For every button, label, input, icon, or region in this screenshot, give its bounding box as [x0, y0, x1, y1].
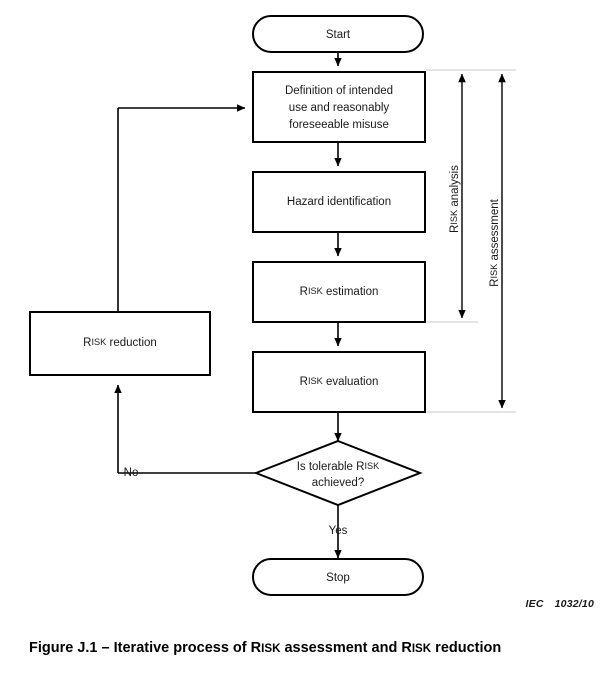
caption-end: reduction [431, 640, 502, 656]
node-risk-estimation-risk-cap: R [300, 286, 308, 298]
node-decision-line1-risk-cap: R [356, 461, 364, 473]
bracket-risk-analysis-risk-cap: R [449, 225, 461, 233]
node-risk-evaluation-rest: evaluation [323, 376, 379, 388]
caption-prefix: Figure J.1 [29, 640, 102, 656]
node-decision-line1-risk-rest: ISK [364, 461, 380, 471]
bracket-risk-analysis-risk-rest: ISK [449, 209, 459, 225]
node-risk-estimation-rest: estimation [323, 286, 379, 298]
bracket-guide-lines [426, 69, 516, 413]
caption-mid: assessment and [280, 640, 402, 656]
bracket-risk-assessment-risk-cap: R [489, 279, 501, 287]
connector-no-branch-to-reduction [114, 384, 256, 474]
node-risk-evaluation-risk-cap: R [300, 376, 308, 388]
caption-dash: – Iterative process of [101, 640, 251, 656]
node-risk-evaluation-label: RISK evaluation [300, 376, 379, 388]
node-risk-reduction-rest: reduction [106, 337, 157, 349]
caption-risk2-cap: R [401, 640, 412, 656]
bracket-risk-analysis: RISK analysis [449, 73, 466, 319]
node-risk-reduction-label: RISK reduction [83, 337, 157, 349]
node-definition[interactable]: Definition of intended use and reasonabl… [252, 71, 426, 143]
node-definition-line3: foreseeable misuse [289, 119, 389, 131]
node-risk-evaluation[interactable]: RISK evaluation [252, 351, 426, 413]
bracket-risk-analysis-label: RISK analysis [449, 165, 461, 233]
source-tag-org: IEC [525, 598, 544, 610]
node-start-label: Start [326, 29, 351, 41]
node-risk-reduction-risk-rest: ISK [91, 337, 107, 347]
edge-label-no: No [124, 467, 139, 479]
node-definition-line1: Definition of intended [285, 85, 393, 97]
caption-risk2-rest: ISK [411, 642, 432, 655]
node-decision-line1: Is tolerable RISK [297, 461, 380, 473]
bracket-risk-assessment-rest: assessment [489, 198, 501, 263]
node-risk-reduction[interactable]: RISK reduction [29, 311, 211, 376]
node-risk-evaluation-risk-rest: ISK [308, 376, 324, 386]
node-stop-label: Stop [326, 572, 350, 584]
node-hazard-identification[interactable]: Hazard identification [252, 171, 426, 233]
node-start[interactable]: Start [252, 15, 424, 53]
node-risk-estimation-risk-rest: ISK [308, 286, 324, 296]
bracket-risk-analysis-rest: analysis [449, 165, 461, 210]
node-risk-estimation-label: RISK estimation [300, 286, 379, 298]
node-hazard-label: Hazard identification [287, 196, 391, 208]
source-tag-number: 1032/10 [554, 598, 594, 610]
node-decision-line2: achieved? [312, 477, 364, 489]
bracket-risk-assessment-label: RISK assessment [489, 198, 501, 286]
edge-label-yes: Yes [329, 525, 348, 537]
node-definition-line2: use and reasonably [289, 102, 390, 114]
caption-risk1-rest: ISK [261, 642, 281, 655]
node-stop[interactable]: Stop [252, 558, 424, 596]
node-risk-reduction-risk-cap: R [83, 337, 91, 349]
bracket-risk-assessment-risk-rest: ISK [489, 263, 499, 279]
node-decision-tolerable-risk[interactable]: Is tolerable RISK achieved? [253, 439, 423, 507]
node-decision-line1-pre: Is tolerable [297, 461, 356, 473]
caption-risk1-cap: R [250, 640, 262, 656]
source-tag: IEC 1032/10 [526, 598, 594, 610]
node-risk-estimation[interactable]: RISK estimation [252, 261, 426, 323]
connector-reduction-to-definition [117, 104, 246, 312]
bracket-risk-assessment: RISK assessment [489, 73, 506, 409]
figure-caption: Figure J.1 – Iterative process of RISK a… [29, 640, 501, 656]
